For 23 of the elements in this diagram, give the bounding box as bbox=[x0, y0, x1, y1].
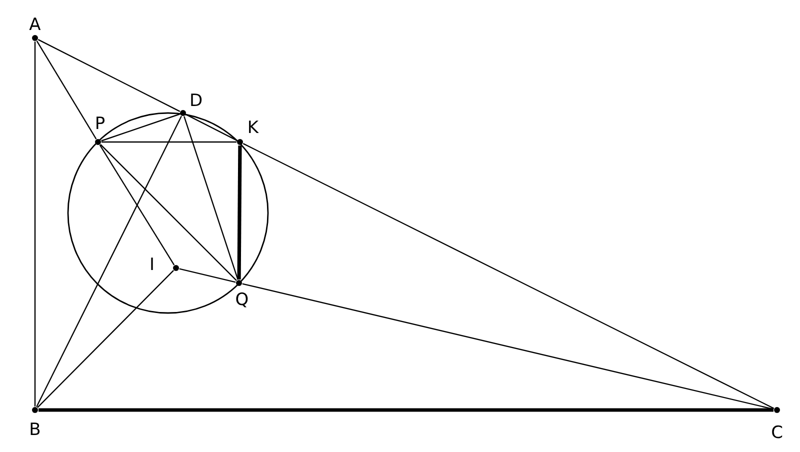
line-segment bbox=[102, 141, 236, 143]
line-segment bbox=[37, 270, 174, 408]
line-segment bbox=[38, 39, 180, 112]
point-label: B bbox=[28, 420, 42, 440]
line-segment bbox=[186, 114, 238, 141]
line-segment bbox=[101, 114, 180, 142]
point-label: K bbox=[246, 118, 260, 138]
point-label: Q bbox=[234, 290, 250, 310]
point-label: A bbox=[28, 15, 42, 35]
line-segment bbox=[184, 116, 238, 280]
point-label: P bbox=[94, 114, 106, 134]
point-label: I bbox=[148, 255, 156, 275]
point-label: D bbox=[188, 91, 204, 111]
point-label: C bbox=[770, 423, 784, 443]
line-segment bbox=[38, 408, 774, 412]
line-segment bbox=[237, 145, 242, 280]
line-segment bbox=[100, 144, 237, 281]
line-segment bbox=[242, 143, 774, 409]
line-segment bbox=[36, 116, 182, 408]
line-segment bbox=[36, 40, 97, 140]
line-segment bbox=[34, 42, 36, 406]
line-segment bbox=[99, 144, 175, 266]
line-segment bbox=[179, 268, 236, 283]
